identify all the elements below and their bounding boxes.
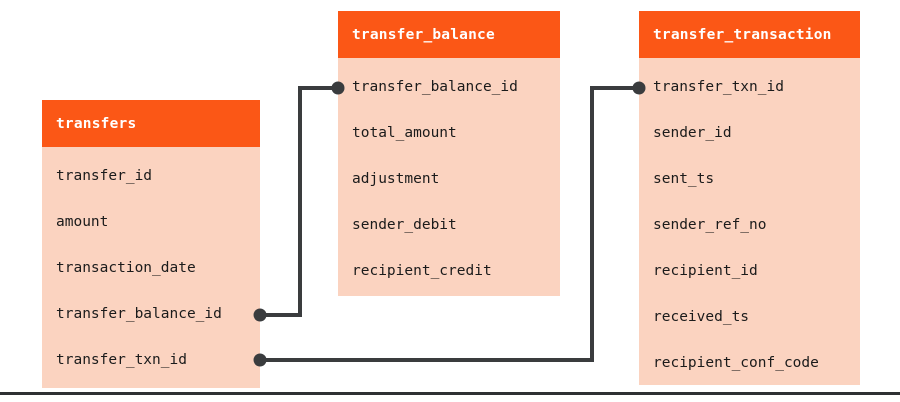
entity-table-transfer-transaction[interactable]: transfer_transaction transfer_txn_id sen… bbox=[639, 11, 860, 385]
entity-table-transfer-balance[interactable]: transfer_balance transfer_balance_id tot… bbox=[338, 11, 560, 296]
entity-table-header-transfer-transaction: transfer_transaction bbox=[639, 11, 860, 58]
entity-field[interactable]: sender_id bbox=[653, 125, 732, 141]
entity-table-title: transfer_balance bbox=[352, 26, 495, 43]
entity-field[interactable]: adjustment bbox=[352, 171, 440, 187]
entity-field[interactable]: total_amount bbox=[352, 125, 457, 141]
entity-field-list-transfer-transaction: transfer_txn_id sender_id sent_ts sender… bbox=[639, 58, 860, 385]
entity-field-list-transfers: transfer_id amount transaction_date tran… bbox=[42, 147, 260, 388]
entity-field[interactable]: transfer_balance_id bbox=[56, 306, 222, 322]
entity-field[interactable]: sender_ref_no bbox=[653, 217, 767, 233]
relationship-transfers-to-transfer-balance bbox=[253, 81, 345, 322]
entity-field[interactable]: recipient_id bbox=[653, 263, 758, 279]
entity-field[interactable]: recipient_conf_code bbox=[653, 355, 819, 371]
entity-field[interactable]: transfer_id bbox=[56, 168, 153, 184]
entity-table-transfers[interactable]: transfers transfer_id amount transaction… bbox=[42, 100, 260, 388]
relationship-line bbox=[260, 86, 338, 317]
entity-field[interactable]: transfer_balance_id bbox=[352, 79, 518, 95]
entity-field[interactable]: sender_debit bbox=[352, 217, 457, 233]
entity-table-header-transfer-balance: transfer_balance bbox=[338, 11, 560, 58]
entity-field[interactable]: transfer_txn_id bbox=[653, 79, 784, 95]
entity-field[interactable]: recipient_credit bbox=[352, 263, 492, 279]
entity-field[interactable]: transfer_txn_id bbox=[56, 352, 187, 368]
entity-field[interactable]: received_ts bbox=[653, 309, 750, 325]
entity-field-list-transfer-balance: transfer_balance_id total_amount adjustm… bbox=[338, 58, 560, 296]
entity-table-title: transfer_transaction bbox=[653, 26, 832, 43]
entity-field[interactable]: amount bbox=[56, 214, 109, 230]
entity-table-header-transfers: transfers bbox=[42, 100, 260, 147]
entity-field[interactable]: sent_ts bbox=[653, 171, 715, 187]
entity-field[interactable]: transaction_date bbox=[56, 260, 196, 276]
entity-table-title: transfers bbox=[56, 115, 137, 132]
footer-divider bbox=[0, 392, 900, 395]
